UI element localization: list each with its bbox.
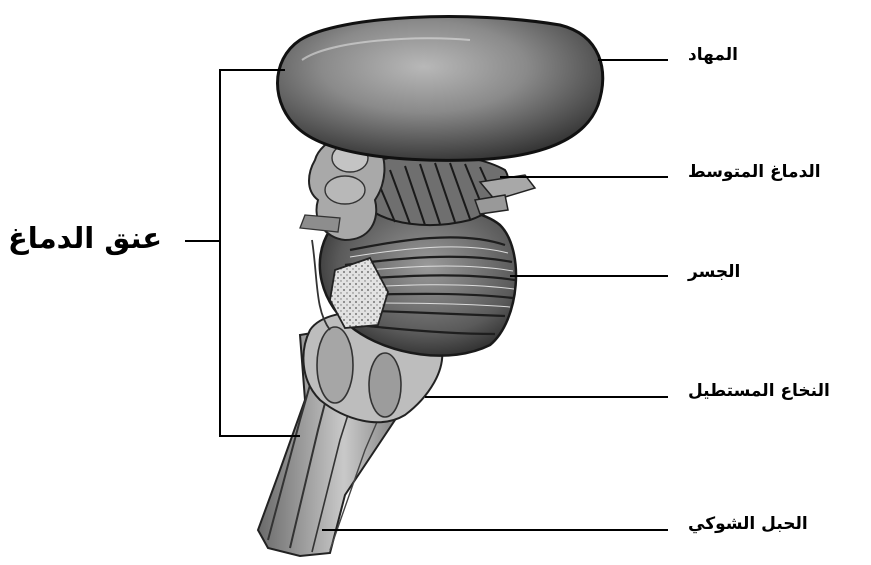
thalamus-label: المهاد xyxy=(688,47,738,64)
thalamus-shape xyxy=(278,17,603,161)
pons-label: الجسر xyxy=(688,264,740,281)
brainstem-bracket xyxy=(185,70,300,436)
medulla-label: النخاع المستطيل xyxy=(688,383,830,400)
brainstem-label: عنق الدماغ xyxy=(8,224,162,253)
spinal-cord-label: الحبل الشوكي xyxy=(688,516,808,533)
midbrain-label: الدماغ المتوسط xyxy=(688,164,821,181)
midbrain-shape xyxy=(365,154,535,225)
